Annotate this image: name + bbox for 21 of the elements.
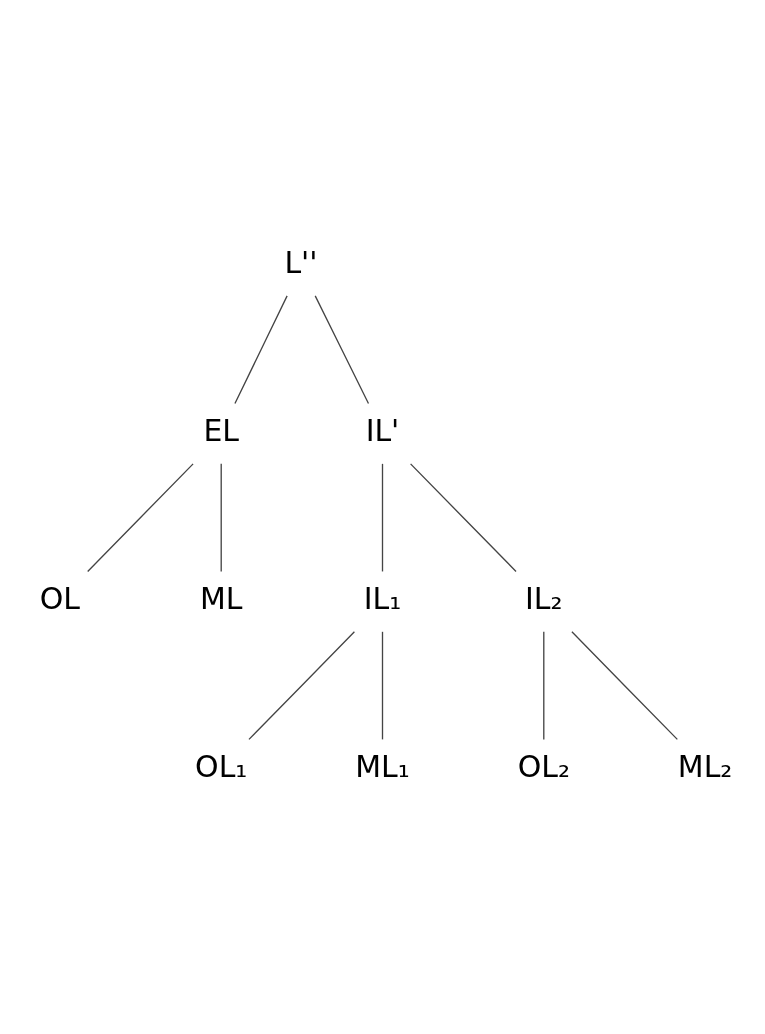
connector (234, 294, 288, 404)
connector (381, 462, 384, 572)
node-text: OL (39, 580, 81, 616)
connector (314, 294, 370, 404)
connector (543, 630, 545, 740)
node-text: ML₂ (677, 748, 733, 784)
node-text: IL₁ (363, 580, 402, 616)
node-text: L'' (284, 244, 318, 280)
connector (87, 462, 194, 572)
node-text: IL₂ (525, 580, 563, 616)
node-text: OL₂ (517, 748, 570, 784)
connector (248, 630, 356, 740)
node-text: ML₁ (355, 748, 410, 784)
node-text: IL' (365, 412, 400, 448)
node-text: ML (199, 580, 243, 616)
connector (409, 462, 517, 572)
node-text: EL (203, 412, 239, 448)
connector (381, 630, 384, 740)
connector (220, 462, 222, 572)
node-text: OL₁ (195, 748, 248, 784)
connector (571, 630, 678, 740)
